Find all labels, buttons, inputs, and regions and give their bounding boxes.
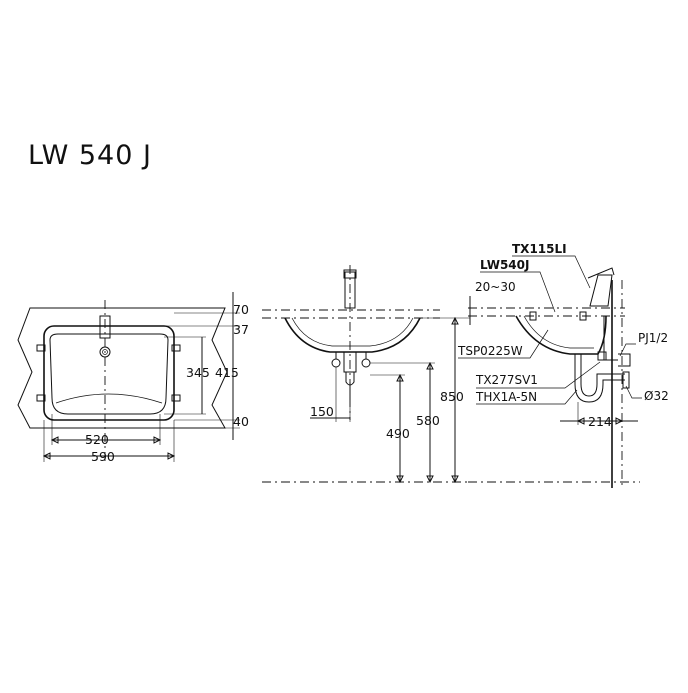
- dim-label-850: 850: [440, 389, 464, 404]
- label-pj: PJ1/2: [638, 331, 668, 345]
- page-title: LW 540 J: [28, 140, 152, 171]
- basin-rim-outer: [43, 325, 175, 421]
- label-supply: TX277SV1: [475, 373, 538, 387]
- label-range: 20~30: [475, 280, 516, 294]
- plan-view: 520 590 345 415 70 37 40: [17, 292, 249, 465]
- leader-faucet: [512, 255, 591, 289]
- supply-valve-left: [331, 358, 341, 368]
- basin-side: [515, 315, 607, 355]
- dim-label-520: 520: [85, 432, 109, 447]
- leader-basin: [480, 271, 556, 313]
- mounting-clamps: [36, 344, 181, 402]
- supply-valve: [618, 353, 631, 367]
- front-view: 150 490 580 850: [262, 265, 470, 484]
- dim-label-345: 345: [186, 365, 210, 380]
- faucet-side: [589, 274, 613, 307]
- dim-label-580: 580: [416, 413, 440, 428]
- label-trap: THX1A-5N: [475, 390, 537, 404]
- basin-bowl-inner: [49, 333, 169, 415]
- side-view: TX115LI LW540J 20~30 TSP0225W TX277SV1 T…: [457, 242, 669, 488]
- dim-label-490: 490: [386, 426, 410, 441]
- dim-label-40: 40: [233, 414, 249, 429]
- dim-label-590: 590: [91, 449, 115, 464]
- dim-label-70: 70: [233, 302, 249, 317]
- bowl-contour: [55, 393, 163, 404]
- dim-label-37: 37: [233, 322, 249, 337]
- p-trap: [574, 354, 625, 403]
- drain-body: [343, 351, 357, 373]
- dim-label-150: 150: [310, 404, 334, 419]
- label-dia: Ø32: [644, 389, 669, 403]
- label-faucet: TX115LI: [512, 242, 567, 256]
- leader-supply: [476, 361, 601, 389]
- leader-pj: [619, 343, 636, 357]
- dim-label-214: 214: [588, 414, 612, 429]
- label-basin: LW540J: [480, 258, 529, 272]
- label-waste: TSP0225W: [457, 344, 523, 358]
- leader-waste: [458, 329, 549, 359]
- leader-dia: [625, 385, 642, 399]
- leader-trap: [476, 389, 578, 405]
- dim-label-415: 415: [215, 365, 239, 380]
- supply-valve-right: [361, 358, 371, 368]
